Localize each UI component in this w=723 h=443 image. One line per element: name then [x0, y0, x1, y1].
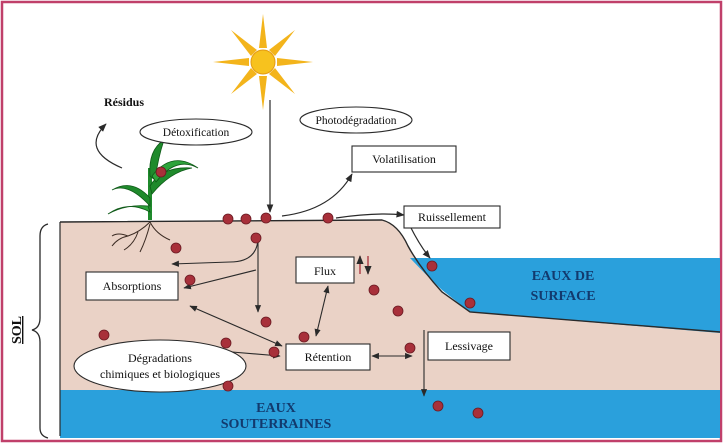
retention-label: Rétention — [305, 350, 352, 364]
pesticide-particle-icon — [433, 401, 443, 411]
pesticide-particle-icon — [465, 298, 475, 308]
groundwater-label-line1: EAUX — [256, 401, 296, 416]
pesticide-particle-icon — [427, 261, 437, 271]
pesticide-particle-icon — [171, 243, 181, 253]
detoxification-label: Détoxification — [163, 127, 230, 139]
lessivage-label: Lessivage — [445, 339, 493, 353]
pesticide-particle-icon — [223, 381, 233, 391]
flux-label: Flux — [314, 264, 336, 278]
groundwater-label-line2: SOUTERRAINES — [221, 417, 332, 432]
pesticide-particle-icon — [251, 233, 261, 243]
sol-label: SOL — [10, 316, 25, 344]
degradations-ellipse — [74, 340, 246, 392]
degradations-label-line1: Dégradations — [128, 351, 192, 365]
ruissellement-label: Ruissellement — [418, 210, 487, 224]
surface-water-label-line1: EAUX DE — [532, 269, 595, 284]
pesticide-particle-icon — [223, 214, 233, 224]
pesticide-particle-icon — [393, 306, 403, 316]
pesticide-particle-icon — [269, 347, 279, 357]
pesticide-particle-icon — [261, 317, 271, 327]
pesticide-particle-icon — [99, 330, 109, 340]
pesticide-particle-icon — [405, 343, 415, 353]
pesticide-particle-icon — [185, 275, 195, 285]
degradations-label-line2: chimiques et biologiques — [100, 367, 220, 381]
pesticide-particle-icon — [323, 213, 333, 223]
surface-water-label-line2: SURFACE — [530, 289, 595, 304]
pesticide-particle-icon — [299, 332, 309, 342]
pesticide-particle-icon — [221, 338, 231, 348]
pesticide-particle-icon — [473, 408, 483, 418]
groundwater-layer — [60, 390, 720, 438]
pesticide-particle-icon — [369, 285, 379, 295]
pesticide-particle-icon — [156, 167, 166, 177]
photodegradation-label: Photodégradation — [315, 115, 396, 127]
volatilisation-label: Volatilisation — [372, 152, 436, 166]
residus-label: Résidus — [104, 95, 144, 109]
pesticide-particle-icon — [241, 214, 251, 224]
absorptions-label: Absorptions — [103, 279, 162, 293]
pesticide-particle-icon — [261, 213, 271, 223]
